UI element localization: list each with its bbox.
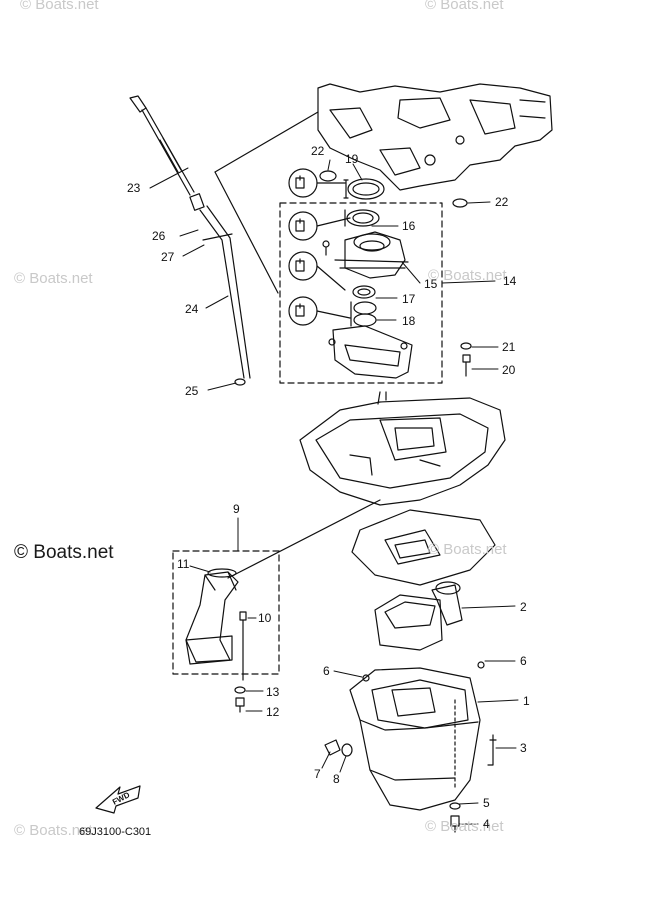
callout-6a: 6 xyxy=(520,654,527,668)
callout-24: 24 xyxy=(185,302,199,316)
bolt-20 xyxy=(462,354,471,377)
washer-5 xyxy=(449,802,461,810)
o-ring-22 xyxy=(319,170,337,182)
callout-26: 26 xyxy=(152,229,166,243)
fwd-arrow xyxy=(95,785,141,814)
dipstick xyxy=(129,95,195,196)
watermark-mid-right: © Boats.net xyxy=(428,267,507,284)
callout-9: 9 xyxy=(233,502,240,516)
watermark-top-right: © Boats.net xyxy=(425,0,504,13)
callout-15: 15 xyxy=(424,277,438,291)
callout-12: 12 xyxy=(266,705,280,719)
drain-plug-7 xyxy=(324,739,341,756)
lower-cover xyxy=(328,325,413,379)
callout-23: 23 xyxy=(127,181,141,195)
callout-11: 11 xyxy=(177,557,190,571)
callout-2: 2 xyxy=(520,600,527,614)
callout-27: 27 xyxy=(161,250,175,264)
callout-16: 16 xyxy=(402,219,416,233)
watermark-top-left: © Boats.net xyxy=(20,0,99,13)
drawing-code: 69J3100-C301 xyxy=(79,826,152,838)
callout-13: 13 xyxy=(266,685,280,699)
gasket-8 xyxy=(341,743,353,757)
callout-14: 14 xyxy=(503,274,517,288)
callout-4: 4 xyxy=(483,817,490,831)
callout-17: 17 xyxy=(402,292,416,306)
strainer-box xyxy=(172,550,280,675)
oil-pan xyxy=(349,661,485,811)
gasket xyxy=(351,509,496,586)
exhaust-guide xyxy=(299,391,506,506)
leader-lines xyxy=(149,159,519,825)
callout-20: 20 xyxy=(502,363,516,377)
dowel-6a xyxy=(362,674,370,682)
seal-18b xyxy=(353,313,377,327)
callout-22a: 22 xyxy=(311,144,325,158)
watermark-bottom-right: © Boats.net xyxy=(425,818,504,835)
bolt-4 xyxy=(450,815,460,833)
dowel-6b xyxy=(477,661,485,669)
guide-leader xyxy=(227,499,381,579)
o-ring-22b xyxy=(452,198,468,208)
watermark-lower-right: © Boats.net xyxy=(428,541,507,558)
seal-icons xyxy=(288,168,351,326)
seal-18a xyxy=(353,301,377,315)
bolt-10 xyxy=(239,611,247,681)
callout-10: 10 xyxy=(258,611,272,625)
watermark-bold: © Boats.net xyxy=(14,542,114,563)
callout-7: 7 xyxy=(314,767,321,781)
seal-17 xyxy=(352,285,376,299)
assembly-14-box xyxy=(279,202,443,384)
muffler xyxy=(374,581,463,651)
callout-22b: 22 xyxy=(495,195,509,209)
o-ring-11 xyxy=(207,568,237,578)
dipstick-guide xyxy=(189,193,251,386)
washer-13 xyxy=(234,686,246,694)
callout-21: 21 xyxy=(502,340,516,354)
callout-19: 19 xyxy=(345,152,359,166)
block-leader xyxy=(214,111,319,173)
callout-5: 5 xyxy=(483,796,490,810)
bolt-12 xyxy=(235,697,245,713)
callout-8: 8 xyxy=(333,772,340,786)
seal-19 xyxy=(347,178,385,200)
seal-16 xyxy=(346,209,380,227)
oil-seal-housing xyxy=(322,231,409,279)
callout-25: 25 xyxy=(185,384,199,398)
engine-block xyxy=(317,83,553,191)
oil-strainer xyxy=(185,568,239,665)
washer-21 xyxy=(460,342,472,350)
watermark-bottom-left: © Boats.net xyxy=(14,822,93,839)
watermark-mid-left: © Boats.net xyxy=(14,270,93,287)
callout-6b: 6 xyxy=(323,664,330,678)
callout-18: 18 xyxy=(402,314,416,328)
callout-3: 3 xyxy=(520,741,527,755)
bolt-3 xyxy=(487,734,497,766)
callout-1: 1 xyxy=(523,694,530,708)
